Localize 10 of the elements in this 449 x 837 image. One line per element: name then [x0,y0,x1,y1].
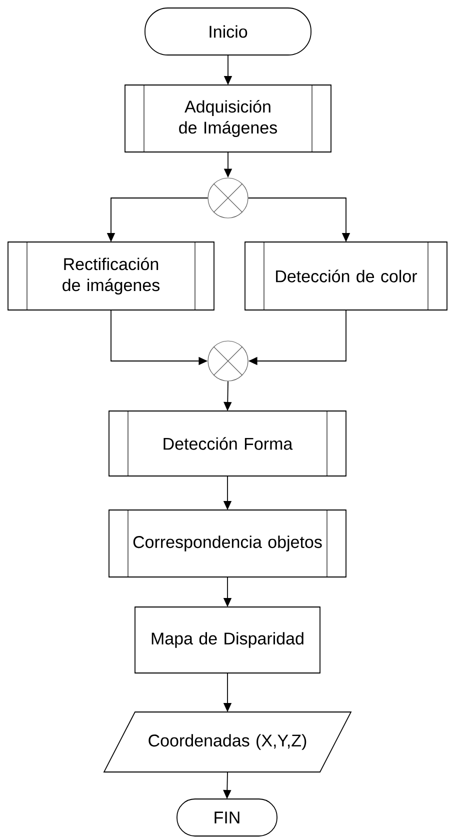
junction-circle [208,178,248,218]
subprocess-box: Rectificación de imágenes [8,242,214,310]
process-box: Mapa de Disparidad [134,606,320,674]
terminal-box: Inicio [144,8,312,56]
subprocess-box: Correspondencia objetos [108,510,346,578]
terminal-box: FIN [176,798,278,836]
subprocess-box: Detección Forma [108,410,346,476]
junction-circle [208,340,248,382]
subprocess-box: Adquisición de Imágenes [124,84,332,152]
subprocess-box: Detección de color [244,242,448,310]
